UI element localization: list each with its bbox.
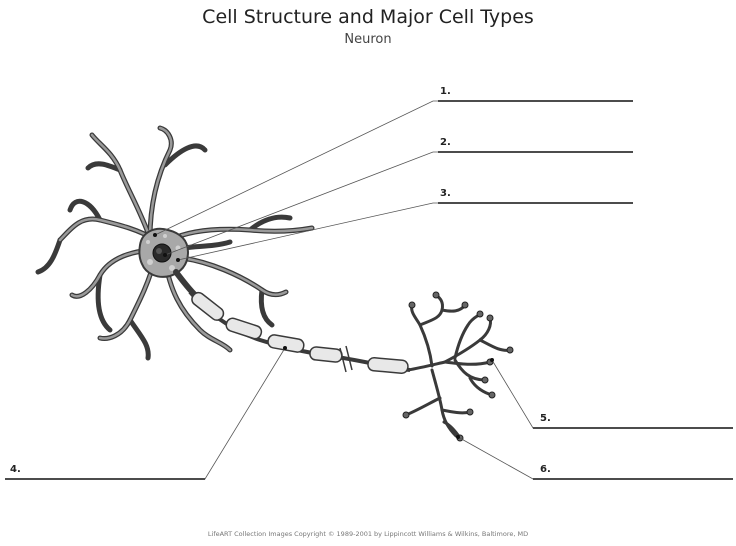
synaptic-knobs	[402, 291, 514, 442]
label-6: 6.	[540, 464, 551, 475]
page-title: Cell Structure and Major Cell Types	[202, 6, 534, 28]
label-2: 2.	[440, 137, 451, 148]
axon-hillock	[173, 269, 199, 299]
copyright-notice: LifeART Collection Images Copyright © 19…	[207, 530, 529, 538]
label-5: 5.	[540, 413, 551, 424]
dendrites-fill	[58, 126, 314, 352]
label-4: 4.	[10, 464, 21, 475]
myelin-sheath	[191, 291, 409, 374]
axon-break-mark	[339, 345, 353, 373]
nucleus	[152, 243, 172, 263]
page-subtitle: Neuron	[344, 32, 392, 47]
label-3: 3.	[440, 188, 451, 199]
axon-terminals	[404, 293, 512, 440]
pointer-dots	[153, 233, 494, 439]
label-1: 1.	[440, 86, 451, 97]
cytoplasm-granules	[146, 234, 181, 271]
nucleolus	[156, 248, 162, 254]
answer-lines	[5, 100, 733, 480]
